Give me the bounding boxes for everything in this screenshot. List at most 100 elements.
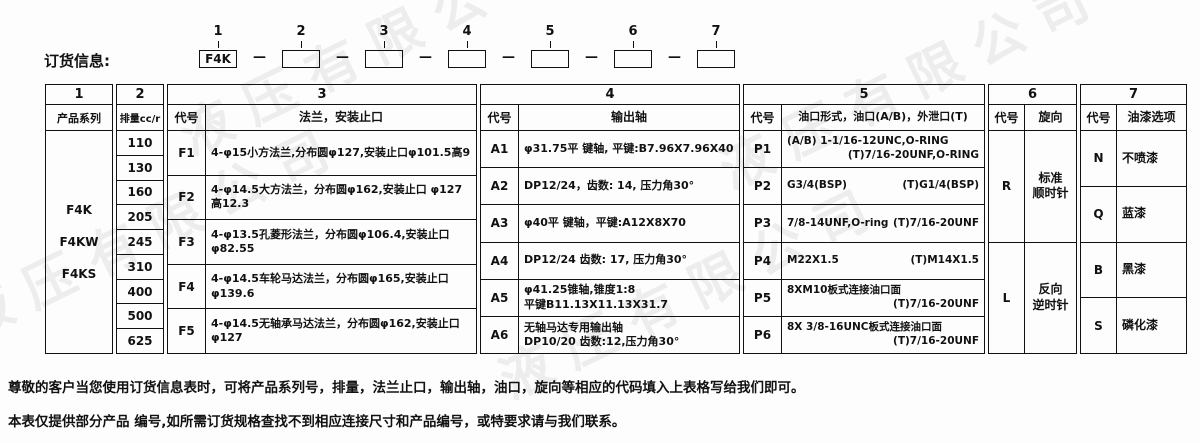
port-spec: G3/4(BSP) <box>787 179 847 192</box>
series-item: F4KW <box>59 235 99 249</box>
desc-cell: 8XM10板式连接油口面 (T)7/16-20UNF <box>782 279 985 317</box>
flange-row: F4 4-φ14.5车轮马达法兰，分布圆φ165,安装止口φ139.6 <box>168 264 477 310</box>
dash-separator: — <box>585 50 598 65</box>
displacement-value: 310 <box>117 254 164 280</box>
code-cell: F1 <box>168 131 206 176</box>
code-cell: B <box>1081 242 1117 299</box>
code-cell: A6 <box>481 316 519 355</box>
paint-row: B 黑漆 <box>1081 242 1187 299</box>
seq-tick <box>300 41 302 48</box>
shaft-header-row: 代号 输出轴 <box>481 105 740 131</box>
shaft-row: A3 φ40平 键轴，平键:A12X8X70 <box>481 205 740 243</box>
customer-note-line1: 尊敬的客户当您使用订货信息表时，可将产品系列号，排量，法兰止口，输出轴，油口，旋… <box>8 380 805 396</box>
column-title: 油漆选项 <box>1117 105 1187 131</box>
code-cell: P3 <box>744 205 782 243</box>
desc-line: φ41.25锥轴,锥度1:8 <box>524 283 636 297</box>
column-title: 输出轴 <box>519 105 740 131</box>
code-cell: F2 <box>168 175 206 221</box>
shaft-row: A2 DP12/24，齿数: 14, 压力角30° <box>481 168 740 206</box>
desc-cell: φ31.75平 键轴, 平键:B7.96X7.96X40 <box>519 131 740 169</box>
ports-row: P3 7/8-14UNF,O-ring (T)7/16-20UNF <box>744 205 985 243</box>
column-number: 3 <box>168 85 477 105</box>
column-number: 2 <box>117 85 164 105</box>
drain-spec: (T)M14X1.5 <box>910 253 979 266</box>
desc-cell: 4-φ15小方法兰,分布圆φ127,安装止口φ101.5高9 <box>206 131 477 176</box>
drain-spec: (T)7/16-20UNF <box>893 216 979 229</box>
column-number: 4 <box>481 85 740 105</box>
product-series-column: 1 产品系列 F4K F4KW F4KS <box>45 84 113 354</box>
seq-box <box>448 50 486 68</box>
paint-column: 7 代号 油漆选项 N 不喷漆 Q 蓝漆 B 黑漆 S 磷化漆 <box>1080 84 1187 354</box>
dash-separator: — <box>502 50 515 65</box>
desc-cell: 4-φ14.5大方法兰，分布圆φ162,安装止口 φ127高12.3 <box>206 175 477 221</box>
seq-box <box>614 50 652 68</box>
desc-line: 标准 <box>1038 170 1063 185</box>
desc-cell: 4-φ13.5孔菱形法兰，分布圆φ106.4,安装止口φ82.55 <box>206 220 477 265</box>
desc-line: DP12/24 齿数: 17, 压力角30° <box>524 253 688 267</box>
desc-cell: 4-φ14.5无轴承马达法兰，分布圆φ162,安装止口φ127 <box>206 309 477 354</box>
port-spec: 8XM10板式连接油口面 <box>787 284 901 297</box>
seq-number: 1 <box>213 24 223 39</box>
seq-item-7: 7 <box>696 24 736 68</box>
desc-cell: 8X 3/8-16UNC板式连接油口面 (T)7/16-20UNF <box>782 316 985 355</box>
seq-number: 7 <box>711 24 721 39</box>
column-title: 油口形式，油口(A/B)，外泄口(T) <box>782 105 985 131</box>
ports-row: P4 M22X1.5 (T)M14X1.5 <box>744 242 985 280</box>
customer-note-line2: 本表仅提供部分产品 编号,如所需订货规格查找不到相应连接尺寸和产品编号，或特要求… <box>8 414 626 430</box>
shaft-row: A5 φ41.25锥轴,锥度1:8 平键B11.13X11.13X31.7 <box>481 279 740 317</box>
displacement-value: 400 <box>117 279 164 305</box>
code-cell: F5 <box>168 309 206 354</box>
desc-cell: φ40平 键轴，平键:A12X8X70 <box>519 205 740 243</box>
ports-row: P5 8XM10板式连接油口面 (T)7/16-20UNF <box>744 279 985 317</box>
code-header: 代号 <box>1081 105 1117 131</box>
order-code-sequence: 1 F4K — 2 — 3 — 4 — 5 — 6 <box>198 24 736 68</box>
desc-line: 反向 <box>1038 282 1063 297</box>
desc-line: 无轴马达专用输出轴 <box>524 320 623 334</box>
port-spec: (A/B) 1-1/16-12UNC,O-RING <box>787 135 949 148</box>
ordering-table: 1 产品系列 F4K F4KW F4KS 2 排量cc/r 110 130 16… <box>45 84 1187 355</box>
desc-cell: 反向 逆时针 <box>1025 242 1077 354</box>
dash-separator: — <box>336 50 349 65</box>
desc-line: 平键B11.13X11.13X31.7 <box>524 297 669 311</box>
code-cell: Q <box>1081 186 1117 243</box>
seq-item-5: 5 <box>530 24 570 68</box>
code-header: 代号 <box>989 105 1025 131</box>
code-cell: N <box>1081 131 1117 187</box>
column-title: 旋向 <box>1025 105 1077 131</box>
displacement-value: 110 <box>117 131 164 156</box>
displacement-value: 205 <box>117 205 164 231</box>
flange-column: 3 代号 法兰，安装止口 F1 4-φ15小方法兰,分布圆φ127,安装止口φ1… <box>167 84 477 354</box>
flange-row: F2 4-φ14.5大方法兰，分布圆φ162,安装止口 φ127高12.3 <box>168 175 477 221</box>
seq-box: F4K <box>199 50 237 68</box>
shaft-column: 4 代号 输出轴 A1 φ31.75平 键轴, 平键:B7.96X7.96X40… <box>480 84 740 355</box>
displacement-value: 245 <box>117 230 164 255</box>
column-number: 5 <box>744 85 985 105</box>
code-cell: P1 <box>744 131 782 169</box>
code-cell: P5 <box>744 279 782 317</box>
ports-column: 5 代号 油口形式，油口(A/B)，外泄口(T) P1 (A/B) 1-1/16… <box>743 84 985 355</box>
desc-cell: (A/B) 1-1/16-12UNC,O-RING (T)7/16-20UNF,… <box>782 131 985 169</box>
seq-item-1: 1 F4K <box>198 24 238 68</box>
desc-cell: 4-φ14.5车轮马达法兰，分布圆φ165,安装止口φ139.6 <box>206 264 477 310</box>
flange-header-row: 代号 法兰，安装止口 <box>168 105 477 131</box>
shaft-row: A4 DP12/24 齿数: 17, 压力角30° <box>481 242 740 280</box>
seq-tick <box>466 41 468 48</box>
port-spec: M22X1.5 <box>787 253 839 266</box>
flange-row: F1 4-φ15小方法兰,分布圆φ127,安装止口φ101.5高9 <box>168 131 477 176</box>
code-cell: F4 <box>168 264 206 310</box>
seq-tick <box>217 41 219 48</box>
ports-row: P6 8X 3/8-16UNC板式连接油口面 (T)7/16-20UNF <box>744 316 985 355</box>
paint-row: N 不喷漆 <box>1081 131 1187 187</box>
desc-cell: M22X1.5 (T)M14X1.5 <box>782 242 985 280</box>
desc-cell: 7/8-14UNF,O-ring (T)7/16-20UNF <box>782 205 985 243</box>
ports-header-row: 代号 油口形式，油口(A/B)，外泄口(T) <box>744 105 985 131</box>
seq-number: 5 <box>545 24 555 39</box>
dash-separator: — <box>419 50 432 65</box>
port-spec: 8X 3/8-16UNC板式连接油口面 <box>787 321 942 334</box>
rotation-row: L 反向 逆时针 <box>989 242 1077 354</box>
seq-number: 2 <box>296 24 306 39</box>
displacement-value: 160 <box>117 180 164 206</box>
seq-box-value: F4K <box>205 52 231 66</box>
seq-tick <box>549 41 551 48</box>
code-cell: A4 <box>481 242 519 280</box>
